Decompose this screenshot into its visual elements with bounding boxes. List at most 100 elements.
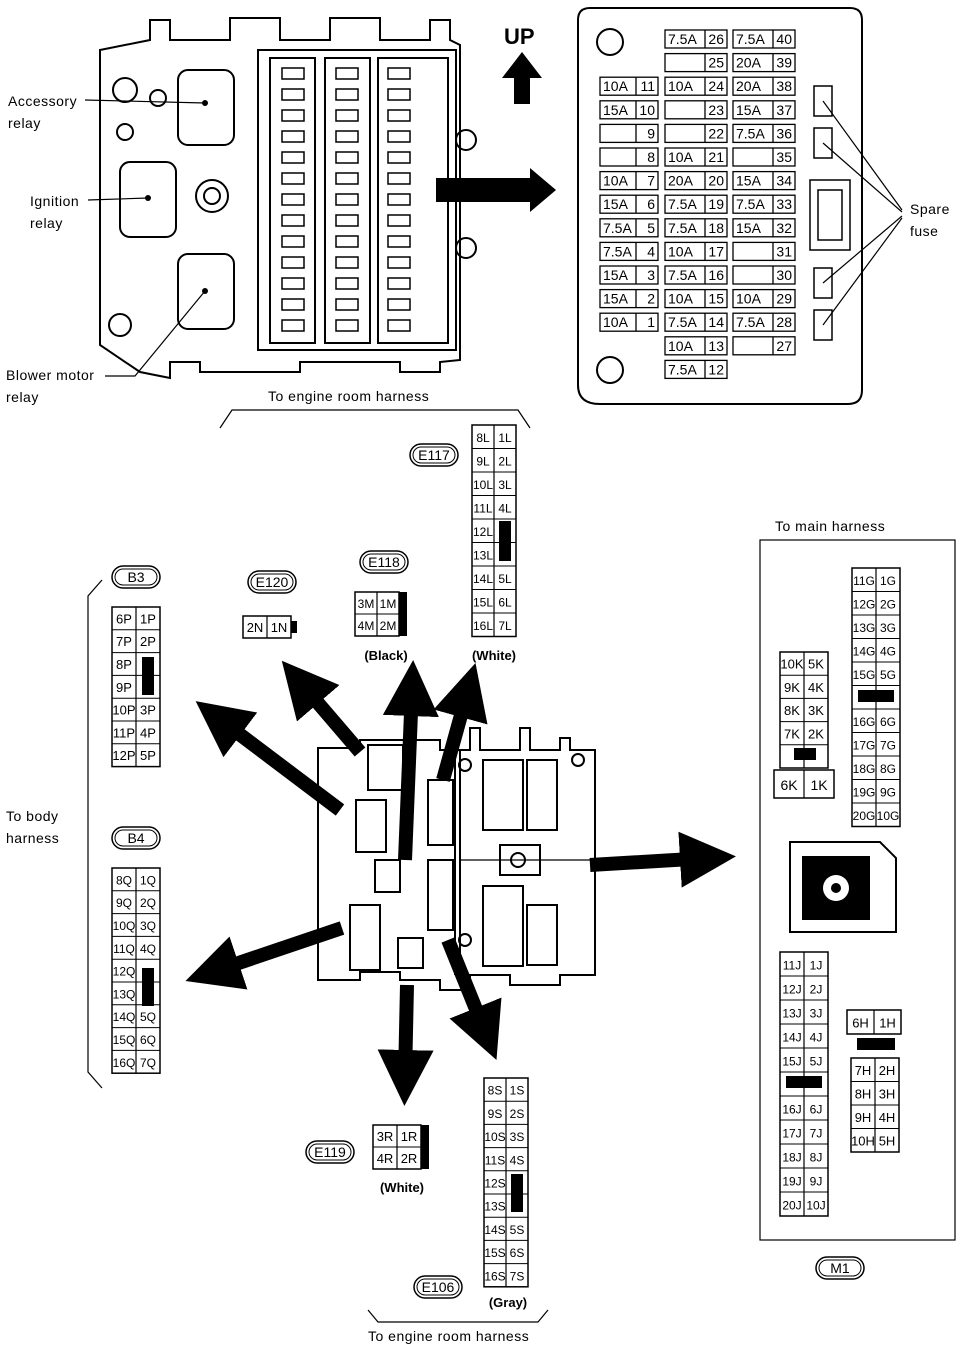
fuse-rating: 7.5A xyxy=(603,220,632,236)
pin-label: 2N xyxy=(247,620,264,635)
fuse-slot xyxy=(732,170,796,191)
fuse-slot xyxy=(732,52,796,73)
fuse-number: 11 xyxy=(640,78,655,94)
mini-fuse xyxy=(387,88,411,101)
fuse-number: 20 xyxy=(708,173,724,189)
pin-label: 10J xyxy=(806,1198,825,1212)
pin-label: 8G xyxy=(880,762,896,776)
key-marker xyxy=(421,1125,429,1169)
spare-fuse-label-2: fuse xyxy=(910,223,938,239)
fuse-rating: 7.5A xyxy=(668,361,697,377)
mini-fuse xyxy=(335,172,359,185)
pin-label: 4G xyxy=(880,644,896,658)
pin-label: 4Q xyxy=(140,942,156,956)
pin-label: 16G xyxy=(853,715,876,729)
pin-label: 5Q xyxy=(140,1010,156,1024)
pin-label: 6H xyxy=(852,1015,869,1030)
fuse-number: 16 xyxy=(708,267,724,283)
pin-label: 13J xyxy=(782,1006,801,1020)
pin-label: 4H xyxy=(879,1110,896,1125)
pin-label: 4P xyxy=(140,725,156,740)
fuse-number: 17 xyxy=(708,243,724,259)
fuse-number: 1 xyxy=(647,314,655,330)
pin-label: 1M xyxy=(380,597,397,611)
pin-label: 12Q xyxy=(113,965,136,979)
fuse-slot xyxy=(664,359,728,380)
pin-label: 3K xyxy=(808,703,824,718)
fuse-slot xyxy=(599,265,659,285)
pin-label: 19J xyxy=(782,1174,801,1188)
pin-label: 11L xyxy=(473,501,492,515)
pin-label: 5H xyxy=(879,1133,896,1148)
key-marker xyxy=(142,968,154,1006)
pin-label: 6L xyxy=(498,595,512,609)
fuse-rating: 15A xyxy=(736,173,762,189)
pin-label: 9H xyxy=(855,1110,872,1125)
connector-e117-color: (White) xyxy=(472,648,516,663)
key-marker xyxy=(511,1174,523,1212)
pin-label: 5P xyxy=(140,748,156,763)
fuse-rating: 10A xyxy=(668,149,694,165)
pin-label: 18G xyxy=(853,762,876,776)
pin-label: 3H xyxy=(879,1086,896,1101)
pin-label: 2L xyxy=(498,454,512,468)
pin-label: 1G xyxy=(880,574,896,588)
pin-label: 2Q xyxy=(140,896,156,910)
body-harness-label: To body xyxy=(6,808,59,824)
fuse-number: 27 xyxy=(776,338,792,354)
fuse-rating: 7.5A xyxy=(668,196,697,212)
fuse-slot xyxy=(599,241,659,262)
pin-label: 14G xyxy=(853,644,876,658)
pin-label: 7P xyxy=(116,634,132,649)
fuse-slot xyxy=(664,52,728,73)
pin-label: 1Q xyxy=(140,873,156,887)
up-label: UP xyxy=(504,24,535,49)
connector-tag-e118: E118 xyxy=(359,550,409,574)
fuse-number: 14 xyxy=(708,314,724,330)
mini-fuse-array xyxy=(281,67,411,332)
ignition-relay-label-2: relay xyxy=(30,215,63,231)
up-arrow-icon xyxy=(502,52,542,104)
body-harness-label-2: harness xyxy=(6,830,59,846)
pin-label: 8P xyxy=(116,657,132,672)
pin-label: 4M xyxy=(358,619,375,633)
fuse-rating: 7.5A xyxy=(668,267,697,283)
pin-label: 3L xyxy=(498,478,512,492)
pin-label: 7S xyxy=(510,1269,525,1283)
fuse-rating: 15A xyxy=(603,196,629,212)
pin-label: 18J xyxy=(782,1150,801,1164)
pin-label: 16L xyxy=(473,619,493,633)
mini-fuse xyxy=(387,193,411,206)
ignition-relay-label: Ignition xyxy=(30,193,79,209)
fuse-slot xyxy=(599,100,659,120)
fuse-rating: 20A xyxy=(736,55,762,71)
pin-label: 8S xyxy=(488,1084,503,1098)
pin-label: 1K xyxy=(810,777,828,793)
connector-e106-color: (Gray) xyxy=(489,1295,527,1310)
pin-label: 2H xyxy=(879,1063,896,1078)
pin-label: 17J xyxy=(782,1126,801,1140)
pin-label: 10K xyxy=(780,657,803,672)
mini-fuse xyxy=(387,277,411,290)
fuse-slot xyxy=(664,147,728,167)
fuse-rating: 10A xyxy=(603,173,629,189)
pin-label: 14S xyxy=(484,1223,505,1237)
fuse-slot xyxy=(732,194,796,214)
panel-hole-bottom xyxy=(596,356,624,384)
pin-label: 9L xyxy=(476,454,490,468)
pin-label: 1R xyxy=(401,1129,418,1144)
mini-fuse xyxy=(281,214,305,227)
pin-label: 10L xyxy=(473,478,493,492)
mini-fuse xyxy=(335,277,359,290)
pin-label: 9Q xyxy=(116,896,132,910)
engine-harness-bracket-bottom xyxy=(367,1309,549,1323)
fuse-slot xyxy=(732,123,796,144)
